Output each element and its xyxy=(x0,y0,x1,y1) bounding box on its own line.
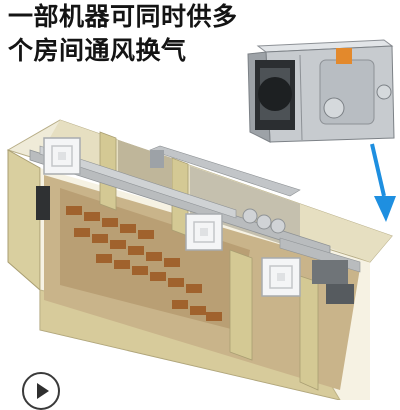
product-image xyxy=(6,39,396,401)
kitchen-equipment xyxy=(150,150,354,304)
play-button[interactable] xyxy=(22,372,60,410)
ventilation-unit-machine xyxy=(247,39,395,143)
ceiling-air-diffuser xyxy=(43,137,81,175)
play-icon xyxy=(37,383,49,399)
headline-line-1: 一部机器可同时供多 xyxy=(8,2,238,31)
building-cutaway-illustration xyxy=(6,39,396,401)
down-arrow-icon xyxy=(370,143,396,222)
cabinet xyxy=(36,186,50,220)
dining-furniture xyxy=(66,206,222,321)
headline-line-2: 个房间通风换气 xyxy=(8,36,187,65)
ceiling-air-diffuser xyxy=(185,213,223,251)
ceiling-air-diffuser xyxy=(261,257,301,297)
